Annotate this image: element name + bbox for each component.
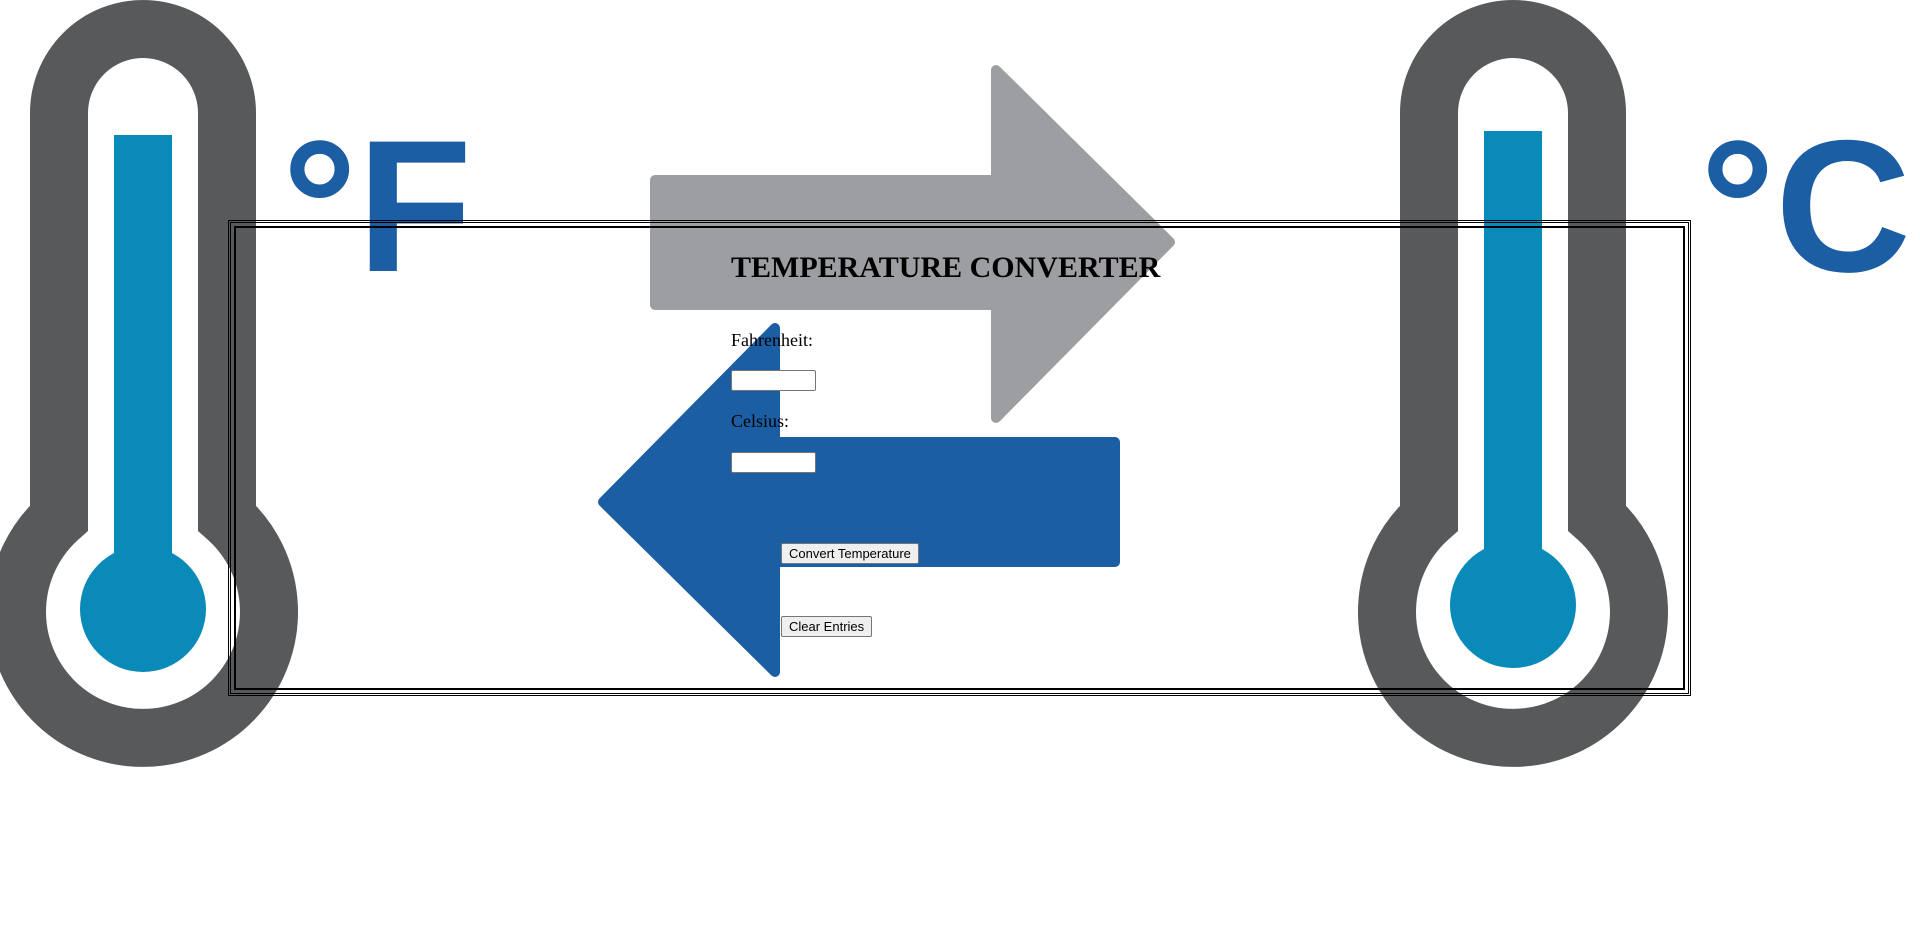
converter-frame (228, 220, 1691, 696)
arrow-right-icon (650, 65, 1175, 423)
fahrenheit-input[interactable] (731, 370, 816, 391)
thermometer-right-icon (1358, 0, 1668, 767)
celsius-input[interactable] (731, 452, 816, 473)
celsius-unit-symbol: °C (1700, 101, 1911, 311)
celsius-label: Celsius: (731, 411, 790, 431)
fahrenheit-label: Fahrenheit: (731, 330, 813, 350)
convert-temperature-button[interactable]: Convert Temperature (781, 543, 919, 564)
thermometer-left-icon (0, 0, 298, 767)
clear-entries-button[interactable]: Clear Entries (781, 616, 873, 637)
page-title: TEMPERATURE CONVERTER (731, 251, 1161, 284)
arrow-left-icon (598, 323, 1120, 677)
fahrenheit-unit-symbol: °F (282, 101, 473, 311)
